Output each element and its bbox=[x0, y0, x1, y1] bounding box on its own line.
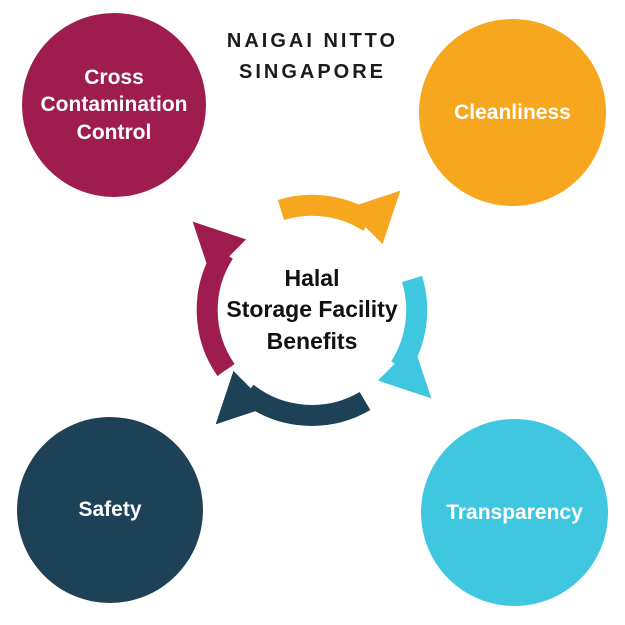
brand-line-1: NAIGAI NITTO bbox=[226, 30, 399, 52]
bubble-cleanliness: Cleanliness bbox=[419, 19, 606, 206]
bubble-cross-contamination-control: Cross Contamination Control bbox=[22, 13, 206, 197]
bubble-label-transparency: Transparency bbox=[446, 500, 583, 524]
arrow-to-safety-icon bbox=[215, 370, 371, 426]
brand-line-2: SINGAPORE bbox=[238, 61, 387, 83]
center-title-line-1: Halal bbox=[284, 265, 340, 292]
bubble-label-cross-contamination-control: Cross Contamination Control bbox=[40, 66, 188, 144]
bubble-label-safety: Safety bbox=[78, 498, 142, 522]
center-hub: Halal Storage Facility Benefits bbox=[222, 220, 402, 400]
center-title: Halal Storage Facility Benefits bbox=[226, 263, 397, 356]
bubble-transparency: Transparency bbox=[421, 419, 608, 606]
center-title-line-3: Benefits bbox=[266, 327, 358, 354]
brand-title: NAIGAI NITTO SINGAPORE bbox=[0, 26, 625, 88]
bubble-safety: Safety bbox=[17, 417, 203, 603]
arrow-to-transparency-icon bbox=[377, 275, 432, 399]
center-title-line-2: Storage Facility bbox=[226, 296, 398, 323]
arrow-to-cross-contamination-icon bbox=[192, 221, 247, 376]
bubble-label-cleanliness: Cleanliness bbox=[454, 100, 571, 124]
arrow-to-cleanliness-icon bbox=[277, 190, 401, 245]
